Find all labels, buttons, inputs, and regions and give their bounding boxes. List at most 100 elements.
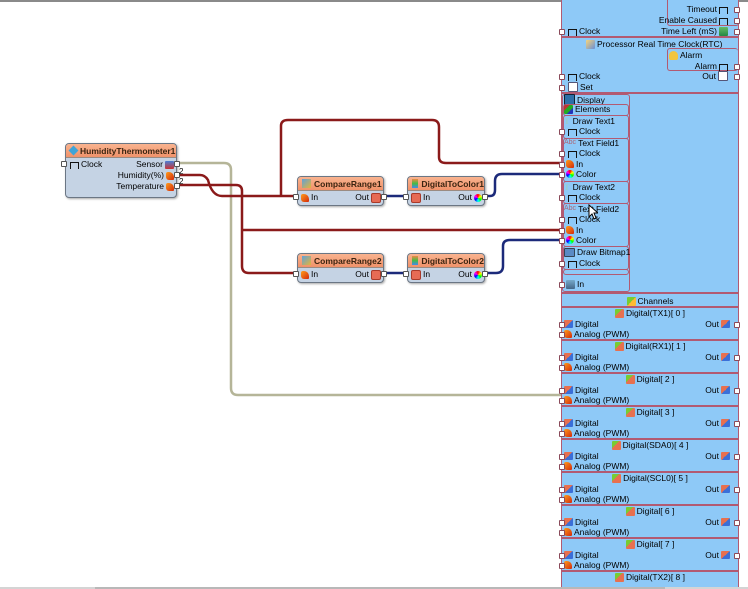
text-field2-clock-label: Clock: [579, 214, 601, 224]
channel-digital-input-pin[interactable]: [559, 487, 565, 493]
channel-digital-input-pin[interactable]: [559, 520, 565, 526]
humidity-output-pin[interactable]: [174, 172, 180, 178]
text-t-icon: T: [564, 182, 570, 192]
channel-digital-input-pin[interactable]: [559, 322, 565, 328]
compare2-out-pin[interactable]: [381, 271, 387, 277]
board-component[interactable]: Timeout Enable Caused Time Left (mS) Clo…: [561, 0, 739, 589]
text-field2-color-pin[interactable]: [559, 238, 565, 244]
integer-icon: [719, 26, 728, 36]
dtc2-in-row: In: [411, 269, 430, 280]
draw-bitmap1-clock-pin[interactable]: [559, 261, 565, 267]
compare1-out-pin[interactable]: [381, 194, 387, 200]
temperature-output-pin[interactable]: [174, 183, 180, 189]
humidity-thermometer-header[interactable]: HumidityThermometer1: [66, 144, 176, 158]
humidity-output-row: Humidity(%): [118, 170, 174, 181]
digital-to-color2-header[interactable]: DigitalToColor2: [408, 254, 484, 268]
channel-out-pin[interactable]: [734, 520, 740, 526]
display-in-pin[interactable]: [559, 282, 565, 288]
compare-range2-header[interactable]: CompareRange2: [298, 254, 383, 268]
draw-text1-clock-row: Clock: [568, 126, 600, 136]
channel-out-pin[interactable]: [734, 355, 740, 361]
enable-caused-output-pin[interactable]: [734, 18, 740, 24]
channel-analog-input-row: Analog (PWM): [564, 461, 629, 471]
dtc1-out-pin[interactable]: [482, 194, 488, 200]
compare2-in-pin[interactable]: [293, 271, 299, 277]
analog-icon: [301, 193, 309, 202]
channel-analog-input-pin[interactable]: [559, 365, 565, 371]
channel-analog-input-row: Analog (PWM): [564, 494, 629, 504]
draw-text1-clock-pin[interactable]: [559, 129, 565, 135]
channel-digital-input-pin[interactable]: [559, 454, 565, 460]
channel-analog-input-pin[interactable]: [559, 464, 565, 470]
channel-out-label: Out: [705, 550, 719, 560]
digital-icon: [564, 485, 573, 493]
channel-digital-input-pin[interactable]: [559, 355, 565, 361]
digital-icon: [564, 551, 573, 559]
wire-humidity-to-compare1: [178, 173, 298, 198]
channel-out-label: Out: [705, 352, 719, 362]
channel-title: Digital[ 6 ]: [636, 506, 675, 516]
clock-icon: [568, 73, 577, 81]
clock-icon: [568, 150, 577, 158]
channel-analog-input-pin[interactable]: [559, 530, 565, 536]
channel-out-pin[interactable]: [734, 553, 740, 559]
channel-analog-input-pin[interactable]: [559, 332, 565, 338]
sensor-output-pin[interactable]: [174, 161, 180, 167]
dtc1-in-pin[interactable]: [403, 194, 409, 200]
section-divider: [562, 537, 738, 539]
time-left-output-pin[interactable]: [734, 29, 740, 35]
rtc-clock-label: Clock: [579, 71, 601, 81]
channel-digital-input-pin[interactable]: [559, 553, 565, 559]
clock-input-pin[interactable]: [61, 161, 67, 167]
channel-out-pin[interactable]: [734, 487, 740, 493]
text-field1-in-pin[interactable]: [559, 162, 565, 168]
humidity-thermometer-title: HumidityThermometer1: [80, 145, 176, 156]
rtc-out-pin[interactable]: [734, 74, 740, 80]
channel-digital-input-pin[interactable]: [559, 421, 565, 427]
channel-analog-input-pin[interactable]: [559, 497, 565, 503]
digital-to-color1-title: DigitalToColor1: [421, 178, 484, 189]
channel-out-pin[interactable]: [734, 454, 740, 460]
channel-digital-label: Digital: [575, 319, 599, 329]
digital-to-color1-component[interactable]: DigitalToColor1 In Out: [407, 176, 485, 206]
compare1-in-pin[interactable]: [293, 194, 299, 200]
text-field2-in-pin[interactable]: [559, 228, 565, 234]
channel-icon: [625, 408, 635, 418]
humidity-thermometer-component[interactable]: HumidityThermometer1 Clock Sensor Humidi…: [65, 143, 177, 198]
watchdog-clock-pin[interactable]: [559, 29, 565, 35]
rtc-set-pin[interactable]: [559, 85, 565, 91]
channel-out-pin[interactable]: [734, 322, 740, 328]
dtc2-in-pin[interactable]: [403, 271, 409, 277]
dtc2-out-pin[interactable]: [482, 271, 488, 277]
text-field2-clock-pin[interactable]: [559, 217, 565, 223]
draw-text2-clock-pin[interactable]: [559, 195, 565, 201]
temperature-output-row: Temperature: [116, 181, 174, 192]
analog-icon: [166, 171, 174, 180]
compare-range1-header[interactable]: CompareRange1: [298, 177, 383, 191]
rtc-clock-pin[interactable]: [559, 74, 565, 80]
horizontal-scrollbar-thumb[interactable]: [95, 587, 665, 589]
digital-to-color1-header[interactable]: DigitalToColor1: [408, 177, 484, 191]
channel-analog-input-pin[interactable]: [559, 398, 565, 404]
text-field1-color-label: Color: [576, 169, 597, 179]
clock-icon: [568, 28, 577, 36]
digital-to-color2-component[interactable]: DigitalToColor2 In Out: [407, 253, 485, 283]
channel-analog-input-pin[interactable]: [559, 431, 565, 437]
draw-text1-title: Draw Text1: [572, 116, 616, 126]
digital-icon: [564, 518, 573, 526]
channel-out-row: Out: [705, 451, 730, 461]
channel-out-pin[interactable]: [734, 421, 740, 427]
channel-out-pin[interactable]: [734, 388, 740, 394]
text-field1-clock-pin[interactable]: [559, 151, 565, 157]
top-border: [0, 0, 748, 2]
channel-digital-input-pin[interactable]: [559, 388, 565, 394]
compare-range1-component[interactable]: CompareRange1 In Out: [297, 176, 384, 206]
channel-digital-label: Digital: [575, 385, 599, 395]
channel-analog-input-pin[interactable]: [559, 563, 565, 569]
timeout-output-row: Timeout: [687, 4, 728, 14]
text-field1-color-pin[interactable]: [559, 172, 565, 178]
analog-icon: [564, 462, 572, 470]
alarm-output-pin[interactable]: [734, 64, 740, 70]
timeout-output-pin[interactable]: [734, 7, 740, 13]
compare-range2-component[interactable]: CompareRange2 In Out: [297, 253, 384, 283]
